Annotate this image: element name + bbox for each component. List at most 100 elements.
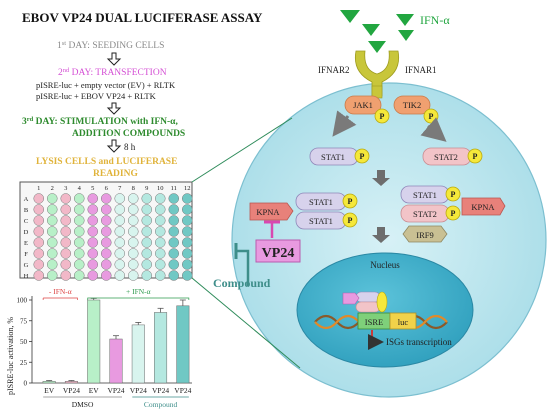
luc-element bbox=[389, 312, 417, 330]
plate-well bbox=[114, 193, 125, 204]
plate-well bbox=[141, 193, 152, 204]
chart-bar bbox=[131, 324, 145, 384]
chart-bar bbox=[64, 381, 78, 384]
tik2-label: TIK2 bbox=[403, 100, 421, 110]
chart-x-tick-label: VP24 bbox=[63, 386, 80, 395]
plate-well bbox=[87, 270, 98, 281]
plate-column-label: 8 bbox=[132, 185, 135, 192]
plate-well bbox=[101, 215, 112, 226]
receptor-label-ifnar2: IFNAR2 bbox=[318, 65, 350, 75]
arrow-jak1-stat1 bbox=[332, 110, 357, 137]
plate-well bbox=[74, 193, 85, 204]
plate-well bbox=[128, 215, 139, 226]
chart-bracket-minus-ifn: - IFN-α bbox=[49, 287, 72, 296]
plate-well bbox=[168, 259, 179, 270]
plate-well bbox=[47, 237, 58, 248]
plate-well bbox=[141, 204, 152, 215]
plate-well bbox=[74, 270, 85, 281]
step-day3-compounds: ADDITION COMPOUNDS bbox=[72, 129, 185, 139]
plate-well bbox=[33, 259, 44, 270]
jak1-phospho-label: P bbox=[380, 112, 385, 121]
plate-well bbox=[47, 259, 58, 270]
plate-well bbox=[47, 270, 58, 281]
stat1-dimer-top-phospho bbox=[342, 193, 358, 209]
plate-well bbox=[155, 204, 166, 215]
transcription-arrow bbox=[368, 330, 384, 350]
plate-well bbox=[128, 248, 139, 259]
plate-well bbox=[101, 270, 112, 281]
plate-well bbox=[182, 237, 193, 248]
ifn-alpha-molecules bbox=[340, 10, 414, 53]
kpna-left-node bbox=[249, 202, 294, 221]
chart-y-tick-label: 75 bbox=[20, 317, 28, 325]
isgf3-stat1-label: STAT1 bbox=[413, 190, 437, 200]
stat1-dimer-bottom-label: STAT1 bbox=[309, 216, 333, 226]
plate-well bbox=[155, 226, 166, 237]
plate-well bbox=[33, 248, 44, 259]
kpna-right-label: KPNA bbox=[471, 202, 495, 212]
plate-well bbox=[74, 226, 85, 237]
plate-column-label: 9 bbox=[145, 185, 148, 192]
plate-well bbox=[60, 237, 71, 248]
chart-bar bbox=[176, 305, 190, 384]
plate-well bbox=[155, 248, 166, 259]
isgf3-stat2-phospho bbox=[445, 205, 461, 221]
plate-well bbox=[60, 204, 71, 215]
plate-well bbox=[155, 237, 166, 248]
chart-x-tick-label: VP24 bbox=[107, 386, 124, 395]
ifn-receptor bbox=[354, 50, 400, 99]
receptor-label-ifnar1: IFNAR1 bbox=[405, 65, 437, 75]
plate-well bbox=[114, 248, 125, 259]
vp24-label: VP24 bbox=[262, 246, 295, 261]
plate-well bbox=[141, 215, 152, 226]
compound-label: Compound bbox=[213, 276, 271, 290]
chart-bracket-plus-line bbox=[87, 297, 190, 300]
plate-well bbox=[114, 259, 125, 270]
plate-well bbox=[128, 193, 139, 204]
plate-row-label: H bbox=[24, 273, 29, 280]
plate-column-label: 7 bbox=[118, 185, 122, 192]
plate-well bbox=[141, 248, 152, 259]
chart-bar bbox=[42, 381, 56, 384]
plate-well bbox=[33, 270, 44, 281]
chart-group-dmso: DMSO bbox=[72, 400, 94, 409]
plate-well bbox=[182, 193, 193, 204]
plate-well bbox=[60, 248, 71, 259]
plate-column-label: 10 bbox=[157, 185, 164, 192]
plate-well bbox=[141, 237, 152, 248]
stat1-dimer-bottom-phospho bbox=[342, 212, 358, 228]
isgf3-stat2-phospho-label: P bbox=[451, 209, 456, 218]
plate-well bbox=[182, 259, 193, 270]
plate-well bbox=[60, 215, 71, 226]
plate-well bbox=[33, 204, 44, 215]
plate-well bbox=[101, 237, 112, 248]
plate-well bbox=[47, 204, 58, 215]
stat1-phospho bbox=[354, 148, 370, 164]
chart-x-tick-label: VP24 bbox=[130, 386, 147, 395]
plate-well bbox=[101, 193, 112, 204]
ifn-triangle-3 bbox=[362, 24, 380, 36]
plate-well bbox=[87, 237, 98, 248]
chart-x-tick-label: EV bbox=[89, 386, 100, 395]
plate-well bbox=[182, 270, 193, 281]
chart-group-compound: Compound bbox=[144, 400, 178, 409]
step-arrow-2 bbox=[106, 102, 122, 115]
plate-well bbox=[114, 204, 125, 215]
chart-y-tick-label: 25 bbox=[20, 359, 28, 367]
jak1-label: JAK1 bbox=[353, 100, 373, 110]
plate-well bbox=[155, 259, 166, 270]
ifn-triangle-1 bbox=[340, 10, 360, 23]
plate-well bbox=[182, 215, 193, 226]
ifn-triangle-2 bbox=[396, 14, 414, 26]
plate-well bbox=[168, 237, 179, 248]
vp24-box bbox=[255, 239, 301, 263]
plate-well bbox=[101, 204, 112, 215]
plate-row-label: G bbox=[24, 262, 29, 269]
chart-bar bbox=[154, 312, 168, 384]
plate-well bbox=[128, 270, 139, 281]
plate-well bbox=[74, 237, 85, 248]
plate-column-label: 6 bbox=[105, 185, 109, 192]
plate-well bbox=[60, 270, 71, 281]
plate-column-label: 3 bbox=[64, 185, 67, 192]
